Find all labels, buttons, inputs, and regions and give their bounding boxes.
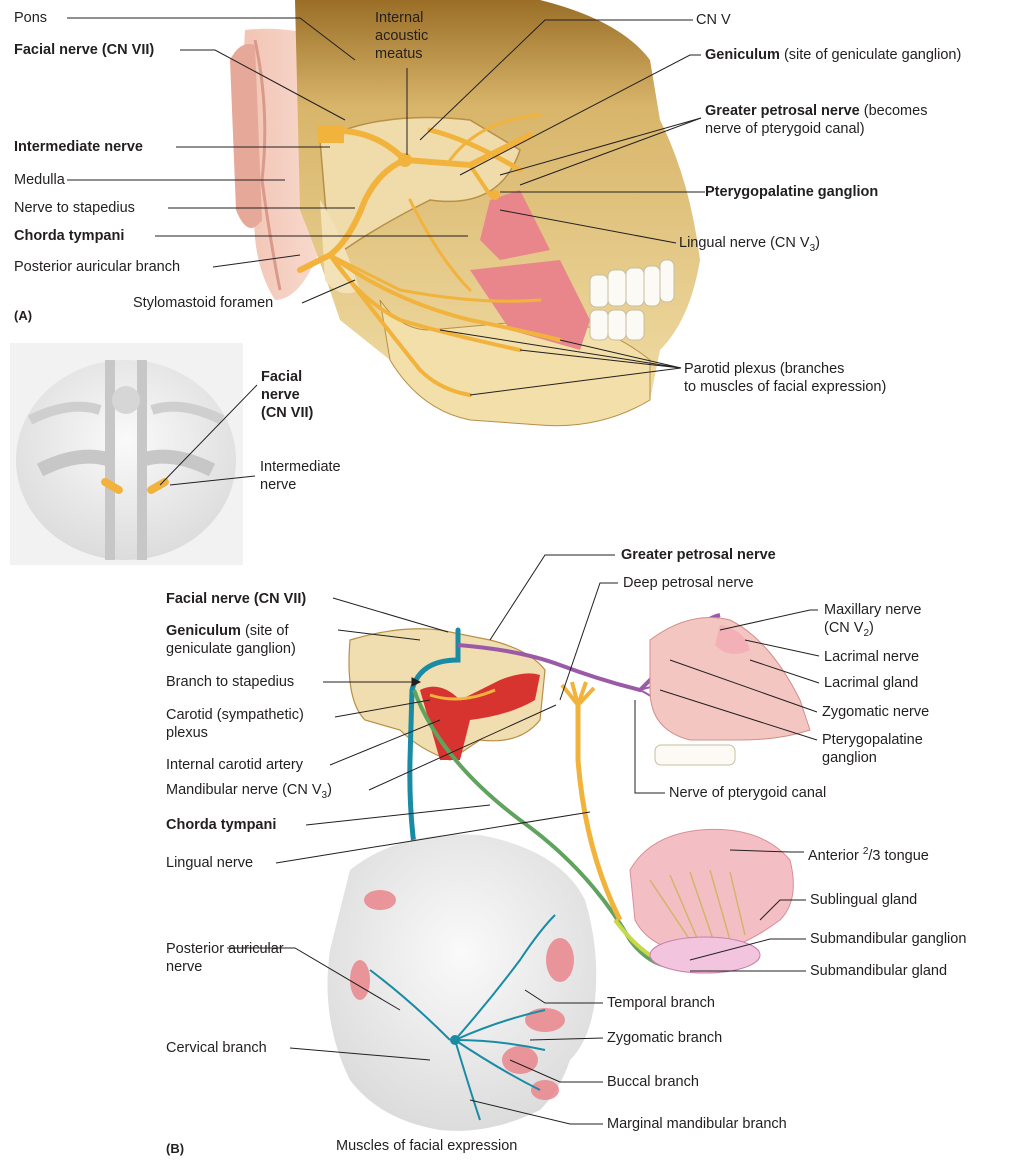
label-anterior-tongue-post: /3 tongue (868, 848, 928, 864)
label-submandibular-ganglion: Submandibular ganglion (810, 930, 966, 948)
label-medulla: Medulla (14, 171, 65, 189)
label-buccal-branch: Buccal branch (607, 1073, 699, 1091)
label-maxillary-nerve-line2: (CN V (824, 620, 863, 636)
internal-acoustic-meatus-opening (318, 125, 344, 143)
label-inset-intermediate-nerve-line1: Intermediate (260, 458, 341, 476)
label-internal-acoustic-meatus-line3: meatus (375, 45, 428, 63)
label-pterygopalatine-ganglion-b-line2: ganglion (822, 749, 923, 767)
label-cn-v: CN V (696, 11, 731, 29)
label-inset-intermediate-nerve: Intermediate nerve (260, 458, 341, 494)
label-posterior-auricular-nerve-line1: Posterior auricular (166, 940, 284, 958)
label-submandibular-gland: Submandibular gland (810, 962, 947, 980)
label-pterygopalatine-ganglion-a: Pterygopalatine ganglion (705, 183, 878, 201)
label-inset-intermediate-nerve-line2: nerve (260, 476, 341, 494)
label-anterior-tongue-pre: Anterior (808, 848, 863, 864)
label-posterior-auricular-branch: Posterior auricular branch (14, 258, 180, 276)
upper-teeth-b (655, 745, 735, 765)
label-lacrimal-nerve: Lacrimal nerve (824, 648, 919, 666)
label-inset-facial-nerve-line2: nerve (261, 386, 313, 404)
label-geniculum-b: Geniculum (site of geniculate ganglion) (166, 622, 296, 658)
label-facial-nerve-b: Facial nerve (CN VII) (166, 590, 306, 608)
label-anterior-tongue: Anterior 2/3 tongue (808, 843, 929, 865)
label-greater-petrosal-a-line2: nerve of pterygoid canal) (705, 120, 927, 138)
label-nerve-to-stapedius: Nerve to stapedius (14, 199, 135, 217)
label-parotid-plexus-line1: Parotid plexus (branches (684, 360, 886, 378)
panel-b-illustration (328, 615, 811, 1131)
label-internal-acoustic-meatus: Internal acoustic meatus (375, 9, 428, 63)
panel-label-b: (B) (166, 1140, 184, 1158)
submandibular-gland-shape (650, 937, 760, 973)
label-facial-nerve-a: Facial nerve (CN VII) (14, 41, 154, 59)
label-internal-acoustic-meatus-line2: acoustic (375, 27, 428, 45)
label-lingual-nerve-a-close: ) (815, 235, 820, 251)
inset-brainstem-illustration (10, 343, 243, 565)
label-lacrimal-gland: Lacrimal gland (824, 674, 918, 692)
label-intermediate-nerve-a: Intermediate nerve (14, 138, 143, 156)
label-geniculum-b-rest: (site of (241, 623, 289, 639)
panel-label-a: (A) (14, 307, 32, 325)
label-pterygopalatine-ganglion-b: Pterygopalatine ganglion (822, 731, 923, 767)
label-greater-petrosal-a-rest: (becomes (860, 103, 928, 119)
pterygopalatine-ganglion-node (490, 190, 500, 200)
label-geniculum-b-line2: geniculate ganglion) (166, 640, 296, 658)
label-internal-carotid: Internal carotid artery (166, 756, 303, 774)
label-mandibular-nerve: Mandibular nerve (CN V3) (166, 781, 332, 805)
label-mandibular-nerve-close: ) (327, 782, 332, 798)
label-maxillary-nerve-line1: Maxillary nerve (824, 601, 922, 619)
label-carotid-plexus-line1: Carotid (sympathetic) (166, 706, 304, 724)
label-sublingual-gland: Sublingual gland (810, 891, 917, 909)
label-lingual-nerve-a: Lingual nerve (CN V3) (679, 234, 820, 258)
label-zygomatic-branch: Zygomatic branch (607, 1029, 722, 1047)
label-carotid-plexus-line2: plexus (166, 724, 304, 742)
label-greater-petrosal-b: Greater petrosal nerve (621, 546, 776, 564)
label-inset-facial-nerve: Facial nerve (CN VII) (261, 368, 313, 422)
label-chorda-tympani-b: Chorda tympani (166, 816, 276, 834)
mandibular-branches (562, 682, 594, 705)
label-internal-acoustic-meatus-line1: Internal (375, 9, 428, 27)
label-maxillary-nerve: Maxillary nerve (CN V2) (824, 601, 922, 643)
label-cervical-branch: Cervical branch (166, 1039, 267, 1057)
label-deep-petrosal-b: Deep petrosal nerve (623, 574, 754, 592)
label-maxillary-nerve-close: ) (869, 620, 874, 636)
label-inset-facial-nerve-line1: Facial (261, 368, 313, 386)
label-parotid-plexus-line2: to muscles of facial expression) (684, 378, 886, 396)
label-geniculum-b-bold: Geniculum (166, 623, 241, 639)
label-geniculum-a-rest: (site of geniculate ganglion) (780, 47, 961, 63)
label-nerve-pterygoid-canal: Nerve of pterygoid canal (669, 784, 826, 802)
label-geniculum-a-bold: Geniculum (705, 47, 780, 63)
label-lingual-nerve-b: Lingual nerve (166, 854, 253, 872)
label-branch-to-stapedius: Branch to stapedius (166, 673, 294, 691)
label-posterior-auricular-nerve-line2: nerve (166, 958, 284, 976)
label-geniculum-a: Geniculum (site of geniculate ganglion) (705, 46, 961, 64)
label-carotid-plexus: Carotid (sympathetic) plexus (166, 706, 304, 742)
label-stylomastoid-foramen: Stylomastoid foramen (133, 294, 273, 312)
label-mandibular-nerve-text: Mandibular nerve (CN V (166, 782, 322, 798)
label-pons: Pons (14, 9, 47, 27)
label-chorda-tympani-a: Chorda tympani (14, 227, 124, 245)
label-greater-petrosal-a: Greater petrosal nerve (becomes nerve of… (705, 102, 927, 138)
label-temporal-branch: Temporal branch (607, 994, 715, 1012)
geniculate-ganglion (398, 153, 412, 167)
label-greater-petrosal-a-bold: Greater petrosal nerve (705, 103, 860, 119)
label-pterygopalatine-ganglion-b-line1: Pterygopalatine (822, 731, 923, 749)
label-marginal-mandibular-branch: Marginal mandibular branch (607, 1115, 787, 1133)
label-lingual-nerve-a-text: Lingual nerve (CN V (679, 235, 810, 251)
label-inset-facial-nerve-line3: (CN VII) (261, 404, 313, 422)
label-posterior-auricular-nerve: Posterior auricular nerve (166, 940, 284, 976)
label-zygomatic-nerve: Zygomatic nerve (822, 703, 929, 721)
label-muscles-facial-expression: Muscles of facial expression (336, 1137, 517, 1155)
label-parotid-plexus: Parotid plexus (branches to muscles of f… (684, 360, 886, 396)
